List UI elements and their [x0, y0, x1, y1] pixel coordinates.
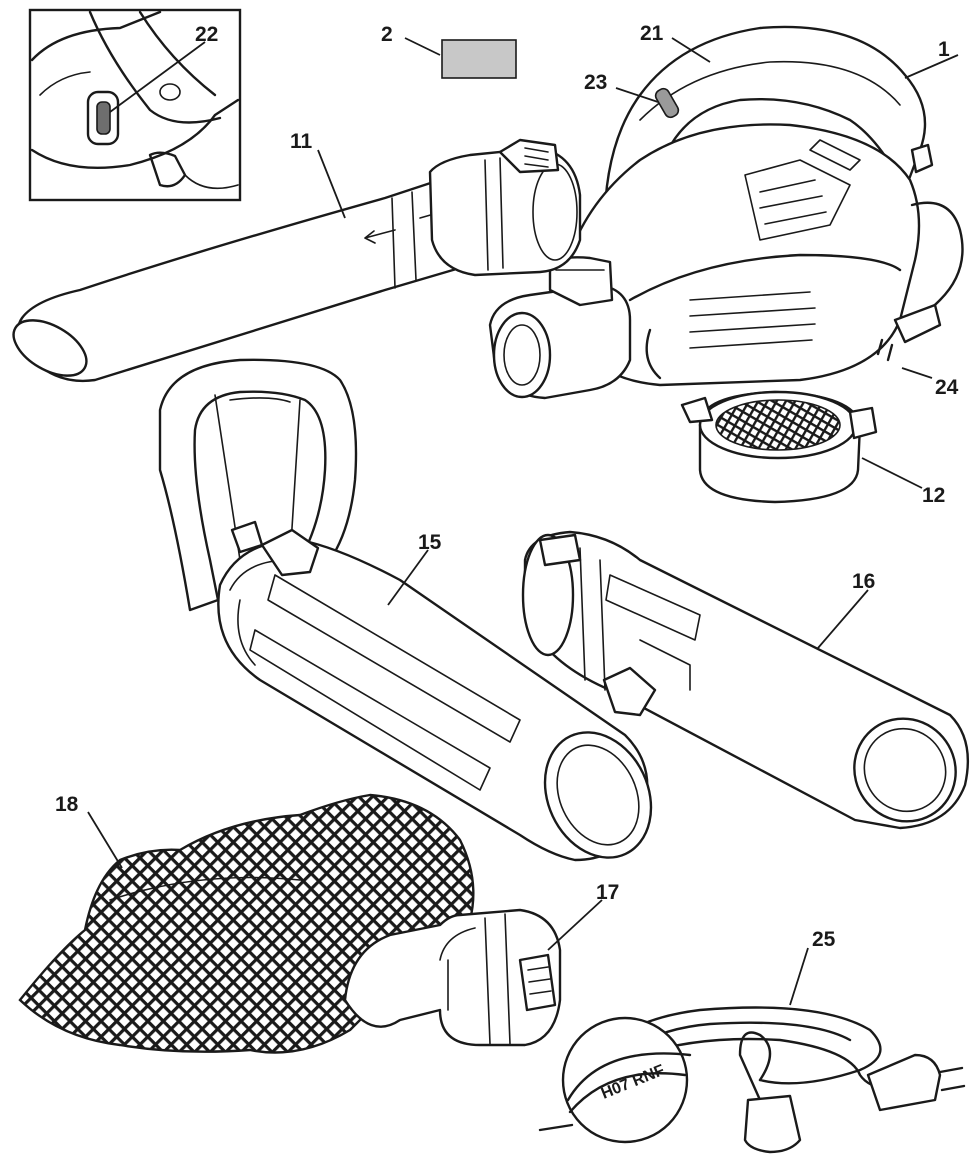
callout-15: 15	[418, 531, 442, 554]
leader-25	[789, 947, 809, 1006]
switch-detail-inset	[28, 8, 242, 202]
leader-1	[904, 54, 959, 79]
callout-labels: 1 2 11 12 15 16 17 18 21 22 23 24 25	[55, 22, 959, 951]
leader-16	[817, 589, 869, 649]
callout-22: 22	[195, 23, 218, 46]
vacuum-tube-16	[521, 530, 969, 830]
bag-connector-17	[343, 908, 562, 1047]
callout-25: 25	[812, 928, 836, 951]
callout-12: 12	[922, 484, 945, 507]
leader-12	[861, 457, 923, 489]
lock-button-23	[654, 87, 680, 119]
extension-cord-25	[538, 1006, 966, 1154]
leader-11	[317, 149, 346, 219]
callout-16: 16	[852, 570, 875, 593]
leader-2	[404, 37, 441, 56]
leader-17	[547, 899, 603, 951]
callout-17: 17	[596, 881, 619, 904]
callout-21: 21	[640, 22, 664, 45]
leader-lines	[87, 37, 959, 1006]
leader-22	[109, 41, 206, 113]
rating-label-plate	[441, 39, 517, 79]
callout-2: 2	[381, 23, 393, 46]
callout-24: 24	[935, 376, 959, 399]
callout-11: 11	[290, 130, 313, 153]
callout-1: 1	[938, 38, 950, 61]
leader-15	[387, 549, 429, 606]
bag-fold	[109, 876, 301, 901]
main-unit-housing	[488, 25, 964, 400]
blower-tube-11	[12, 138, 582, 383]
switch-22-button	[96, 101, 111, 135]
air-filter-12	[680, 390, 878, 504]
vacuum-tube-15	[158, 358, 653, 862]
leader-18	[87, 811, 123, 869]
leader-23	[615, 87, 659, 103]
callout-18: 18	[55, 793, 79, 816]
leader-21	[671, 37, 711, 63]
leader-24	[901, 367, 933, 379]
callout-23: 23	[584, 71, 607, 94]
